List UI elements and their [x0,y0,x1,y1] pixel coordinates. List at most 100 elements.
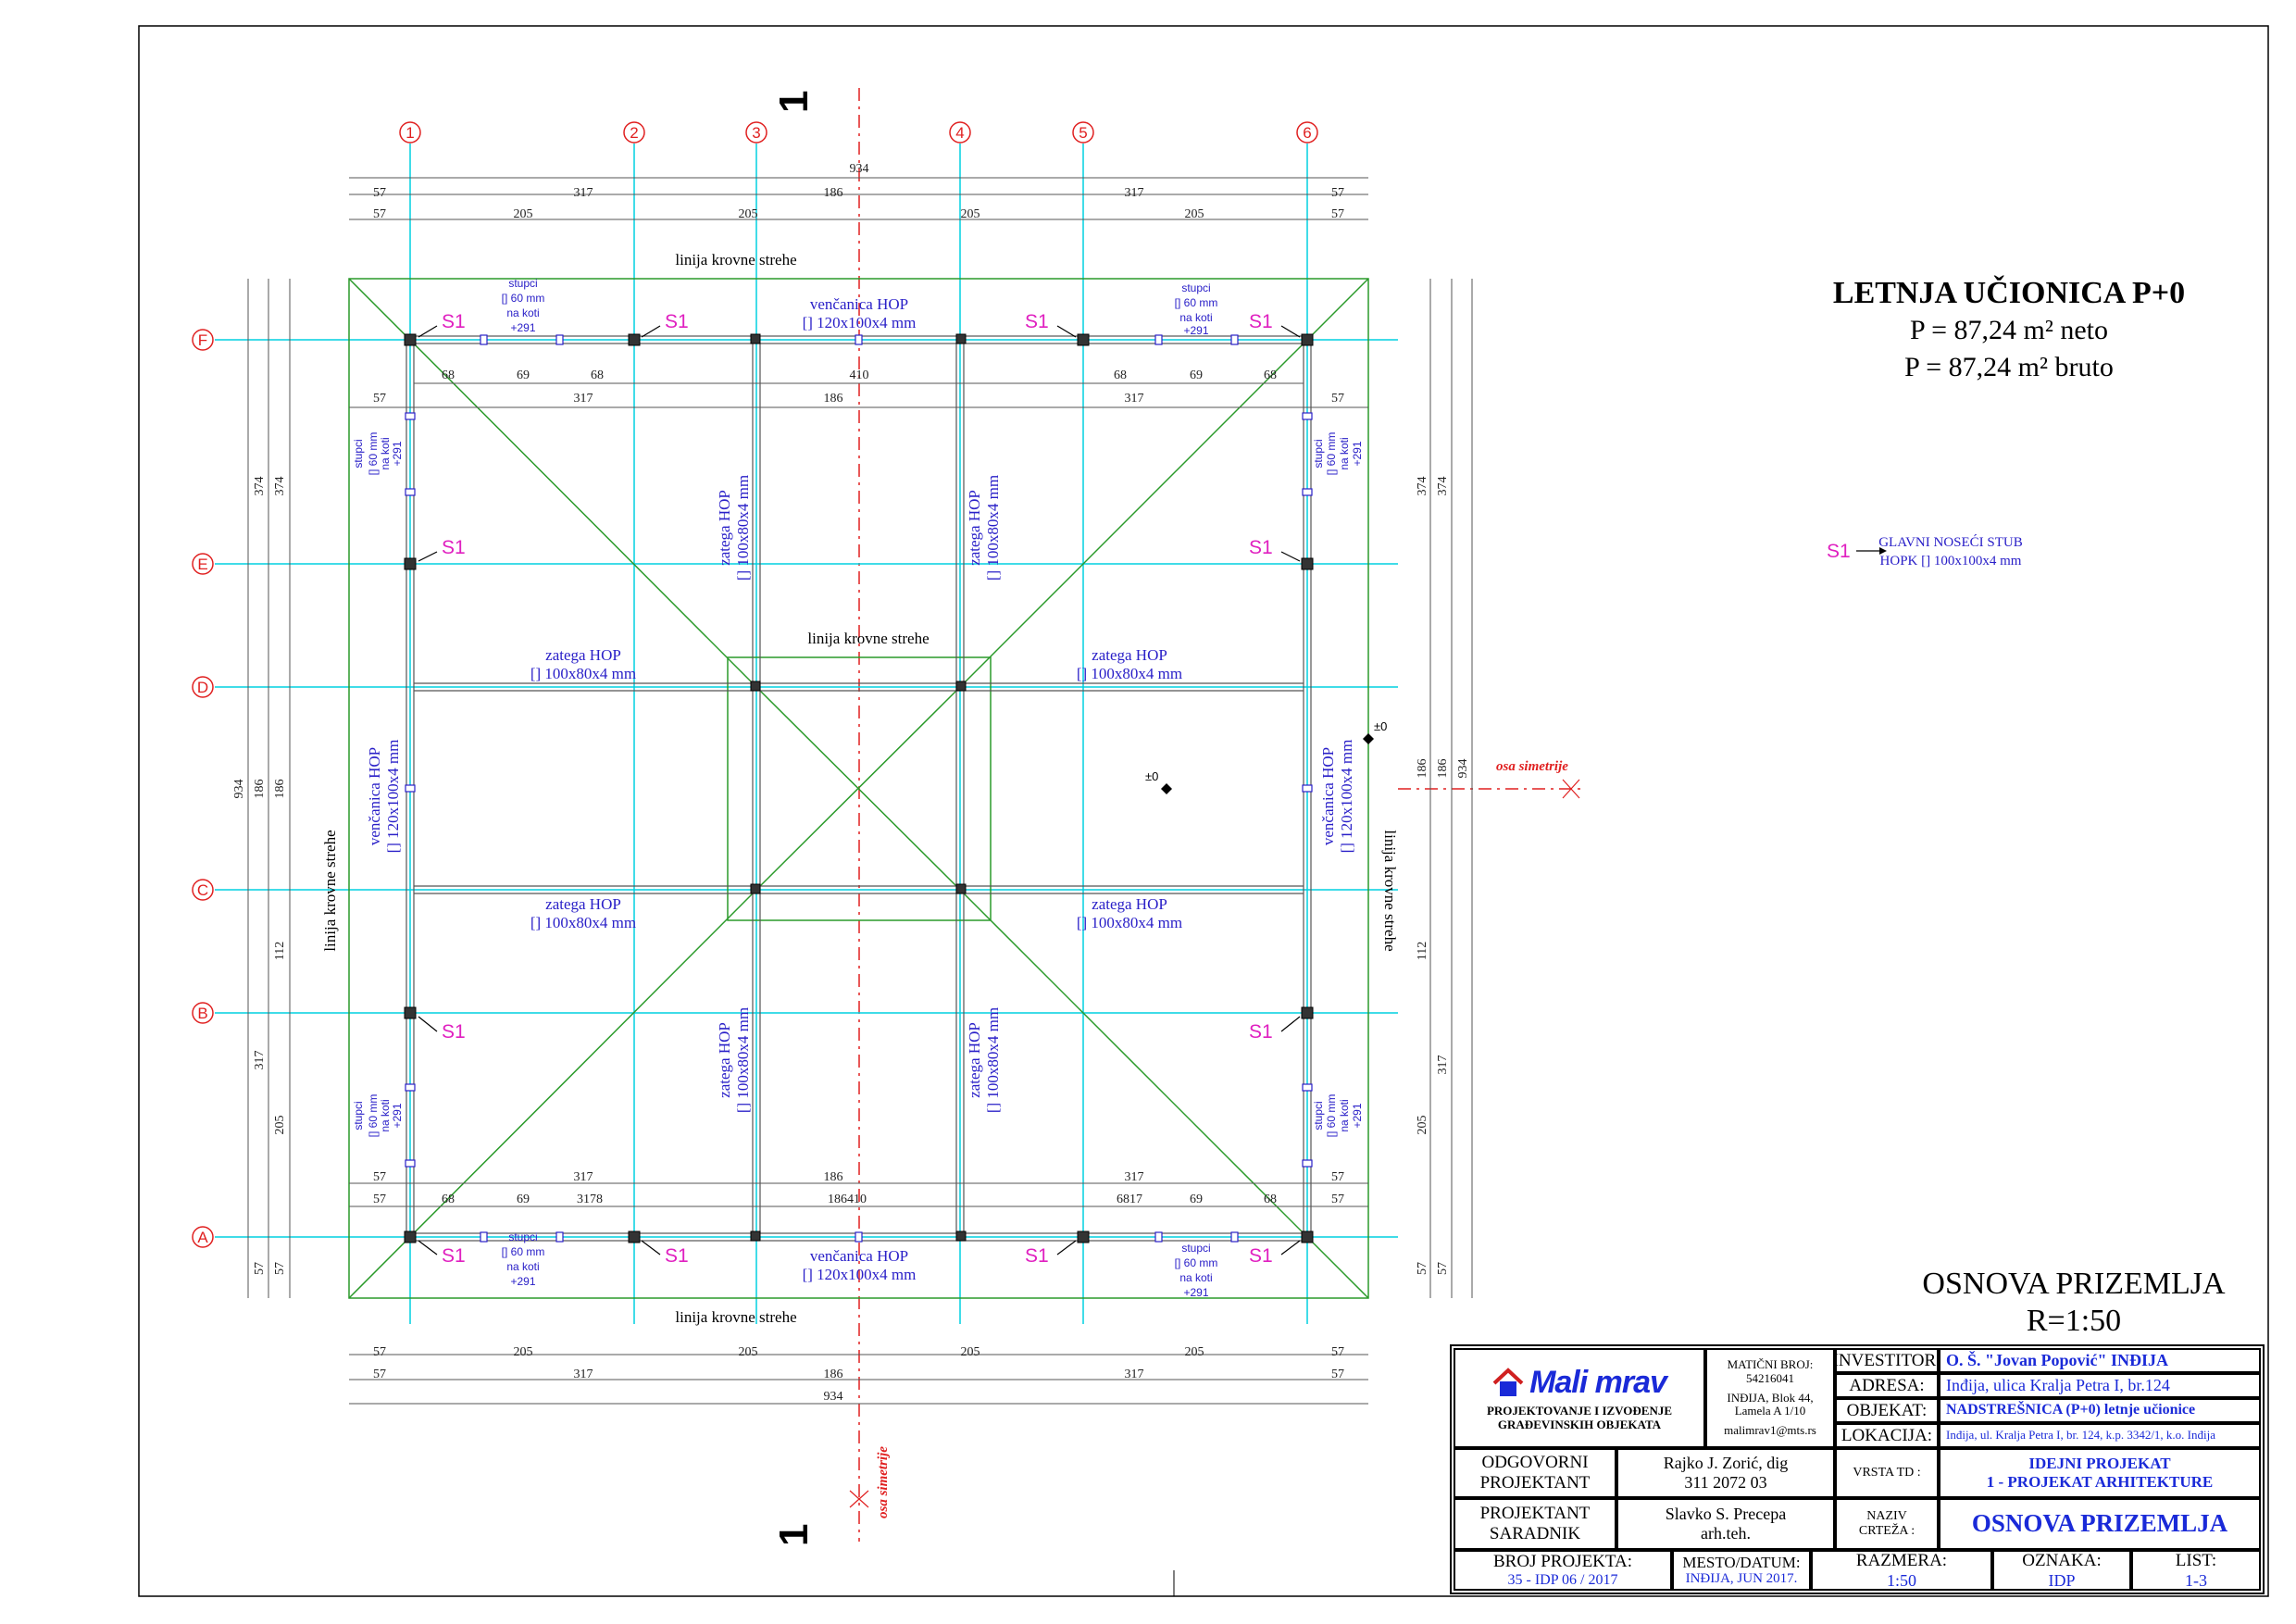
svg-text:57: 57 [1331,392,1344,406]
address-value: Inđija, ulica Kralja Petra I, br.124 [1939,1373,2261,1398]
svg-text:F: F [198,331,207,349]
tie-cl-l2: [] 100x80x4 mm [530,914,636,931]
location-label: LOKACIJA: [1835,1423,1939,1448]
svg-text:374: 374 [1436,477,1450,496]
company-cell: Mali mrav PROJEKTOVANJE I IZVOĐENJE GRAĐ… [1454,1348,1705,1448]
grid-bubble-col-6 [1296,121,1318,144]
company-desc1: PROJEKTOVANJE I IZVOĐENJE [1486,1403,1673,1418]
grid-bubbles: 1 2 3 4 5 6 F E D C B A [192,121,1318,1248]
sheet-number-cell: LIST:1-3 [2131,1550,2261,1591]
svg-text:[] 60 mm: [] 60 mm [367,432,380,476]
ring-beam-bot-l1: venčanica HOP [810,1247,908,1265]
tag-s1-a2: S1 [665,1245,689,1267]
ring-left-l2: [] 120x100x4 mm [384,740,402,854]
svg-text:linija krovne strehe: linija krovne strehe [807,630,929,647]
svg-text:205: 205 [739,1345,758,1359]
svg-text:317: 317 [253,1051,267,1070]
svg-text:317: 317 [574,392,593,406]
svg-text:112: 112 [1416,942,1429,960]
tag-s1-f2: S1 [665,311,689,332]
post-notes: stupci [] 60 mm na koti +291 stupci [] 6… [502,277,1218,1299]
svg-text:na koti: na koti [1179,1271,1212,1284]
svg-text:186: 186 [1436,759,1450,779]
scale-cell: RAZMERA:1:50 [1811,1550,1992,1591]
object-value: NADSTREŠNICA (P+0) letnje učionice [1939,1398,2261,1423]
svg-text:57: 57 [273,1262,287,1275]
svg-text:205: 205 [961,1345,980,1359]
ring-left-l1: venčanica HOP [366,747,383,845]
object-label: OBJEKAT: [1835,1398,1939,1423]
svg-text:linija krovne strehe: linija krovne strehe [1381,830,1399,951]
svg-text:317: 317 [1125,1368,1144,1381]
svg-text:C: C [197,881,208,899]
project-number: BROJ PROJEKTA:35 - IDP 06 / 2017 [1454,1550,1672,1591]
svg-text:186: 186 [253,780,267,799]
tie-v4t-l1: zatega HOP [966,490,983,566]
svg-text:[] 60 mm: [] 60 mm [1175,1256,1218,1269]
svg-text:57: 57 [1331,1368,1344,1381]
tag-s1-e6: S1 [1249,537,1273,558]
symmetry-labels: osa simetrije osa simetrije [876,759,1568,1518]
tie-dl-l2: [] 100x80x4 mm [530,665,636,682]
svg-text:linija krovne strehe: linija krovne strehe [675,251,796,269]
svg-text:57: 57 [1331,207,1344,221]
svg-text:3178: 3178 [577,1193,603,1206]
svg-text:69: 69 [517,1193,530,1206]
svg-text:68: 68 [1264,369,1277,382]
tie-cr-l2: [] 100x80x4 mm [1077,914,1182,931]
svg-text:186: 186 [824,186,843,200]
svg-text:317: 317 [574,186,593,200]
svg-text:57: 57 [1331,1193,1344,1206]
svg-text:stupci: stupci [1181,281,1210,294]
svg-text:205: 205 [514,1345,533,1359]
svg-text:6: 6 [1303,124,1311,142]
svg-text:+291: +291 [391,441,404,466]
svg-text:57: 57 [373,392,386,406]
ring-beam-top-l2: [] 120x100x4 mm [803,314,917,331]
svg-text:na koti: na koti [1338,437,1351,469]
legend-line2: HOPK [] 100x100x4 mm [1880,554,2022,568]
mark-cell: OZNAKA:IDP [1992,1550,2131,1591]
grid-bubble-row-A [192,1226,214,1248]
svg-text:B: B [197,1005,207,1022]
svg-text:374: 374 [1416,477,1429,496]
grid-bubble-col-4 [949,121,971,144]
svg-text:186410: 186410 [828,1193,867,1206]
svg-text:na koti: na koti [506,1260,539,1273]
ring-beam-bot-l2: [] 120x100x4 mm [803,1266,917,1283]
tie-cl-l1: zatega HOP [545,895,621,913]
svg-text:na koti: na koti [379,1099,392,1131]
svg-text:205: 205 [961,207,980,221]
company-address2: Lamela A 1/10 [1734,1404,1806,1418]
svg-text:[] 60 mm: [] 60 mm [367,1094,380,1138]
area-gross: P = 87,24 m² bruto [1904,352,2114,382]
svg-text:+291: +291 [510,321,535,334]
place-date: MESTO/DATUM:INĐIJA, JUN 2017. [1672,1550,1811,1591]
tie-v3t-l2: [] 100x80x4 mm [734,475,752,581]
svg-text:205: 205 [1185,207,1204,221]
svg-text:374: 374 [273,477,287,496]
legend-symbol: S1 [1827,541,1851,562]
tie-v4t-l2: [] 100x80x4 mm [984,475,1002,581]
tag-s1-a5: S1 [1025,1245,1049,1267]
svg-text:57: 57 [1331,1170,1344,1184]
tie-dl-l1: zatega HOP [545,646,621,664]
svg-text:na koti: na koti [1338,1099,1351,1131]
svg-text:57: 57 [373,1170,386,1184]
company-email: malimrav1@mts.rs [1724,1423,1816,1438]
tag-s1-f6: S1 [1249,311,1273,332]
svg-text:[] 60 mm: [] 60 mm [1325,432,1338,476]
svg-text:57: 57 [373,186,386,200]
sheet-frame [138,25,2269,1597]
area-net: P = 87,24 m² neto [1910,315,2108,345]
svg-text:2: 2 [630,124,638,142]
tie-v4b-l1: zatega HOP [966,1022,983,1098]
tie-v3b-l2: [] 100x80x4 mm [734,1007,752,1113]
svg-text:A: A [197,1229,208,1246]
svg-text:186: 186 [1416,759,1429,779]
location-value: Inđija, ul. Kralja Petra I, br. 124, k.p… [1939,1423,2261,1448]
svg-text:stupci: stupci [1312,1101,1325,1130]
svg-text:+291: +291 [391,1103,404,1128]
svg-text:[] 60 mm: [] 60 mm [1325,1094,1338,1138]
